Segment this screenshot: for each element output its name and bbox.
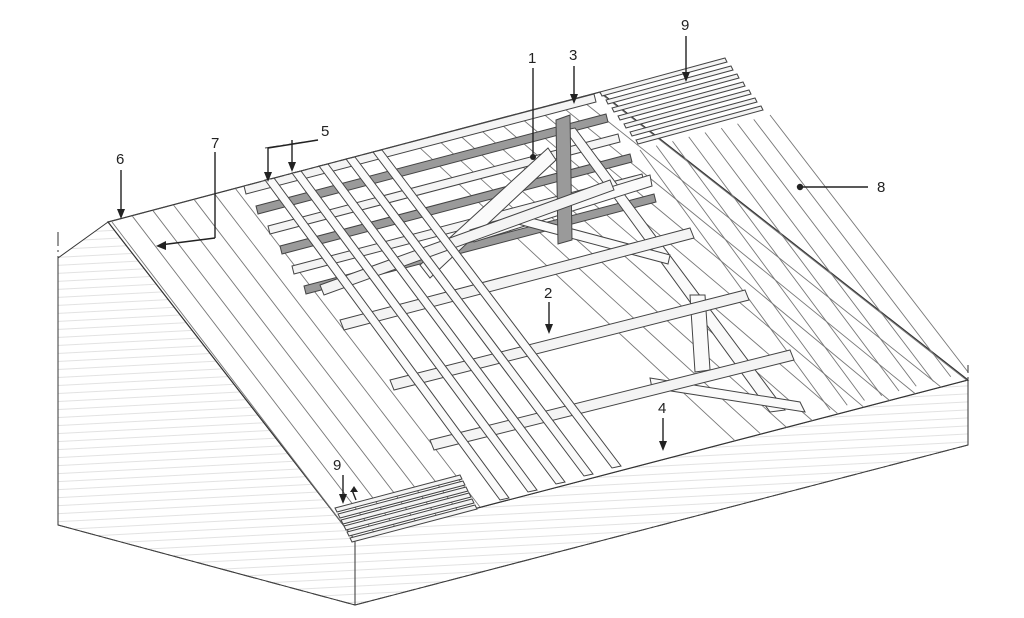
- sheathing-board-line: [111, 221, 356, 541]
- label-7: 7: [211, 135, 219, 152]
- label-9-top: 9: [681, 17, 689, 34]
- tile-batten: [611, 73, 740, 113]
- sheathing-board-line: [639, 149, 831, 411]
- label-5: 5: [321, 123, 329, 140]
- tile-battens-top: [599, 57, 764, 145]
- label-3: 3: [569, 47, 577, 64]
- tile-batten: [605, 65, 734, 105]
- dimension-lines: [57, 91, 969, 606]
- sheathing-board-line: [737, 123, 934, 382]
- sheathing-board-line: [688, 136, 883, 397]
- sheathing-board-line: [173, 204, 418, 524]
- tile-batten: [343, 492, 472, 531]
- sheathing-board-line: [753, 119, 952, 378]
- sheathing-board-line: [454, 130, 787, 428]
- label-4: 4: [658, 400, 666, 417]
- sheathing-board-line: [720, 127, 917, 387]
- leader-lines: [117, 36, 868, 504]
- label-1: 1: [528, 50, 536, 67]
- tile-batten: [337, 480, 466, 519]
- sheathing-board-line: [704, 132, 900, 392]
- rafters: [264, 149, 622, 501]
- tile-batten: [635, 105, 764, 145]
- rafter: [372, 149, 622, 469]
- sheathing-board-line: [672, 140, 865, 401]
- tile-batten: [617, 81, 746, 121]
- purlin: [389, 289, 750, 391]
- tile-batten: [599, 57, 728, 97]
- sheathing-board-line: [234, 187, 481, 508]
- sheathing-board-line: [214, 193, 460, 513]
- sheathing-board-line: [557, 102, 916, 395]
- tile-batten: [349, 504, 478, 543]
- label-8: 8: [877, 179, 885, 196]
- sheathing-board-line: [516, 113, 865, 408]
- tile-batten: [340, 486, 469, 525]
- label-2: 2: [544, 285, 552, 302]
- label-6: 6: [116, 151, 124, 168]
- left-sheathing: [111, 187, 481, 541]
- tile-batten: [334, 474, 463, 513]
- sheathing-board-line: [655, 145, 848, 406]
- sheathing-board-line: [433, 135, 762, 435]
- sheathing-board-line: [132, 216, 377, 535]
- sheathing-board-line: [152, 210, 398, 530]
- tile-battens-bottom: [334, 474, 478, 543]
- label-9-bottom: 9: [333, 457, 341, 474]
- tile-batten: [629, 97, 758, 137]
- sheathing-board-line: [193, 199, 439, 519]
- tile-batten: [346, 498, 475, 537]
- tile-batten: [623, 89, 752, 129]
- sheathing-board-line: [769, 114, 969, 373]
